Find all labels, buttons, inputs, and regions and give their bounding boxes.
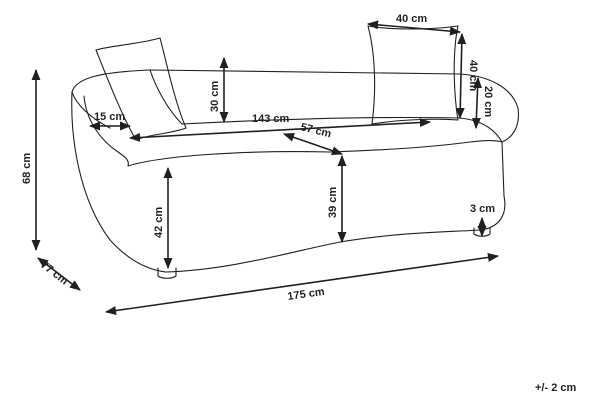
total-width-line: [104, 252, 500, 316]
dimension-lines: [31, 20, 500, 316]
label-seat-width: 143 cm: [252, 113, 290, 125]
label-seat-depth: 57 cm: [299, 121, 332, 140]
total-depth-line: [37, 257, 81, 291]
label-total-width: 175 cm: [287, 286, 326, 303]
label-armrest-height: 20 cm: [482, 86, 494, 117]
left-arm-inner: [83, 95, 129, 167]
front-left-foot: [157, 267, 177, 279]
label-pillow-height: 40 cm: [467, 60, 479, 91]
label-front-height: 42 cm: [153, 207, 165, 238]
left-pillow: [95, 37, 187, 141]
label-armrest-width: 15 cm: [94, 111, 125, 123]
inner-back-edge: [149, 69, 183, 125]
right-pillow: [367, 25, 459, 125]
seat-depth-line: [282, 133, 344, 155]
pillow-height-line: [455, 32, 467, 120]
label-pillow-width: 40 cm: [396, 13, 427, 25]
label-back-height: 30 cm: [209, 81, 221, 112]
label-leg-height: 3 cm: [470, 203, 495, 215]
armrest-height-line: [471, 76, 483, 130]
label-tolerance: +/- 2 cm: [535, 382, 576, 394]
sofa-drawing: [71, 25, 520, 279]
seat-back-line: [181, 116, 503, 143]
sofa-back-outline: [71, 69, 520, 143]
label-seat-height: 39 cm: [327, 187, 339, 218]
pillow-width-line: [366, 20, 462, 36]
label-total-height: 68 cm: [21, 153, 33, 184]
seat-front-edge: [127, 139, 503, 167]
seat-width-line: [128, 118, 432, 142]
label-total-depth: 77 cm: [38, 259, 70, 288]
